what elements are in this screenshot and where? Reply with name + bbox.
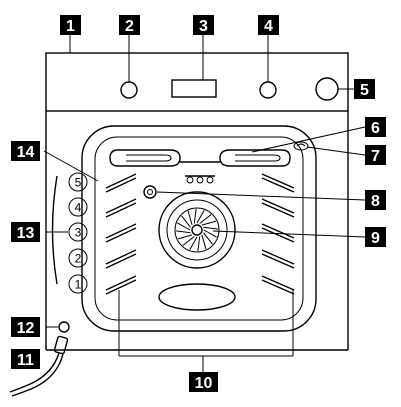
fan-blade <box>199 214 212 224</box>
meat-probe-socket <box>58 321 70 333</box>
fan-blade <box>187 210 193 226</box>
left-shelf-rail <box>105 223 137 243</box>
fan-blade <box>203 232 213 245</box>
power-cable <box>9 335 69 397</box>
level-4-label: 4 <box>75 201 82 215</box>
callout-11-label: 11 <box>17 352 34 369</box>
fan-blade <box>203 229 217 238</box>
fan-blade <box>196 210 205 224</box>
bottom-panel <box>158 283 236 311</box>
leader-lines <box>43 34 366 372</box>
callout-5-label: 5 <box>360 82 369 99</box>
fan-blade <box>197 236 201 252</box>
callout-6-label: 6 <box>371 120 380 137</box>
level-3-label: 3 <box>75 226 82 240</box>
callout-8: 8 <box>365 190 386 210</box>
left-shelf-rail <box>105 275 137 295</box>
lamp <box>293 141 309 151</box>
level-2-circle <box>68 248 88 268</box>
right-shelf-rail <box>261 275 295 295</box>
left-knob <box>120 81 138 99</box>
callout-7: 7 <box>365 145 386 165</box>
fan <box>158 191 236 269</box>
level-4-circle <box>68 197 88 217</box>
right-knob <box>259 81 277 99</box>
callout-2-label: 2 <box>125 18 134 35</box>
fan-blade <box>175 230 191 234</box>
callout-1-label: 1 <box>66 18 75 35</box>
callout-12: 12 <box>11 317 40 337</box>
callout-1: 1 <box>60 15 81 35</box>
fan-blade <box>189 236 198 250</box>
level-2-label: 2 <box>75 252 82 266</box>
fan-blade <box>193 208 197 224</box>
level-5-circle <box>68 172 88 192</box>
callout-3: 3 <box>193 15 214 35</box>
round-button <box>315 77 339 101</box>
fan-blade <box>182 236 195 246</box>
callout-8-label: 8 <box>371 193 380 210</box>
callout-14: 14 <box>11 141 40 161</box>
callout-2: 2 <box>119 15 140 35</box>
oven-cavity <box>81 125 317 332</box>
left-shelf-rail <box>105 173 137 193</box>
callout-7-label: 7 <box>371 148 380 165</box>
callout-9: 9 <box>365 227 386 247</box>
callout-12-label: 12 <box>17 320 35 337</box>
right-shelf-rail <box>261 198 295 218</box>
oven-body <box>45 111 349 351</box>
control-panel <box>45 52 349 112</box>
right-shelf-rail <box>261 223 295 243</box>
callout-10-label: 10 <box>195 375 213 392</box>
fan-blade <box>203 226 219 230</box>
callout-3-label: 3 <box>199 18 208 35</box>
fan-blade <box>177 222 191 231</box>
left-shelf-supports <box>105 173 137 295</box>
shelf-levels: 5 4 3 2 1 <box>51 172 88 294</box>
fan-blade <box>177 234 193 240</box>
callout-11: 11 <box>11 349 40 369</box>
callout-4-label: 4 <box>264 18 273 35</box>
left-shelf-rail <box>105 198 137 218</box>
callout-6: 6 <box>365 117 386 137</box>
level-3-circle <box>68 222 88 242</box>
fan-blade <box>201 220 217 226</box>
callout-9-label: 9 <box>371 230 380 247</box>
right-shelf-rail <box>261 249 295 269</box>
level-1-label: 1 <box>75 278 82 292</box>
right-shelf-supports <box>261 173 295 295</box>
heating-element <box>109 149 291 184</box>
fan-blade <box>181 215 191 228</box>
callout-13-label: 13 <box>17 225 35 242</box>
display <box>171 79 217 98</box>
callout-5: 5 <box>354 79 375 99</box>
temperature-sensor <box>143 185 157 199</box>
callout-4: 4 <box>258 15 279 35</box>
level-5-label: 5 <box>75 176 82 190</box>
callout-13: 13 <box>11 222 40 242</box>
right-shelf-rail <box>261 173 295 193</box>
callout-10: 10 <box>189 372 218 392</box>
callout-14-label: 14 <box>17 144 35 161</box>
left-shelf-rail <box>105 249 137 269</box>
fan-blade <box>201 234 207 250</box>
level-1-circle <box>68 274 88 294</box>
